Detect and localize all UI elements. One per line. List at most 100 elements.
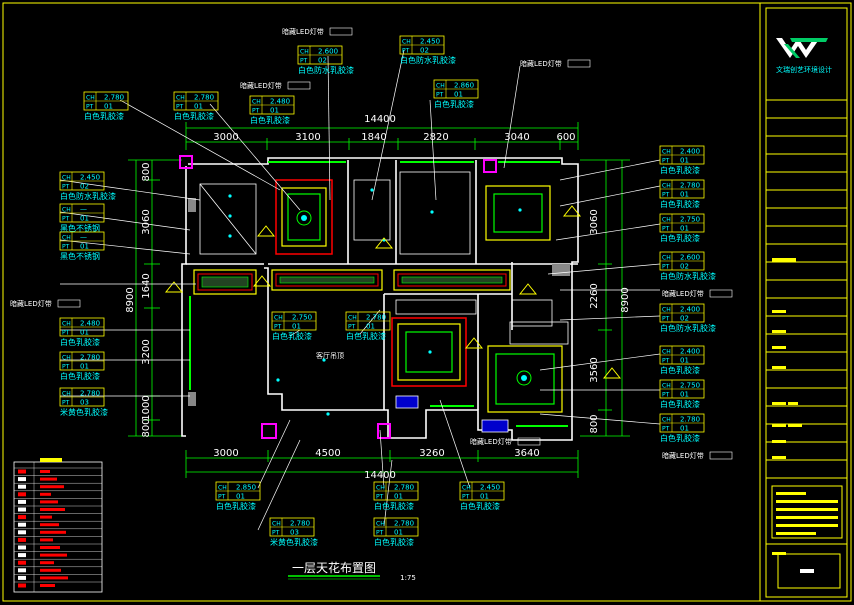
svg-text:3200: 3200 — [141, 339, 152, 364]
svg-text:CH: CH — [662, 307, 671, 314]
svg-text:PT: PT — [86, 104, 94, 111]
tag-pt-value: 01 — [366, 323, 375, 331]
tag-ch-value: 2.780 — [394, 484, 414, 492]
tag-material: 白色乳胶漆 — [272, 331, 312, 341]
svg-text:CH: CH — [662, 417, 671, 424]
led-labels: 暗藏LED灯带暗藏LED灯带暗藏LED灯带暗藏LED灯带暗藏LED灯带暗藏LED… — [10, 27, 733, 460]
svg-text:PT: PT — [662, 426, 670, 433]
tag-pt-value: 01 — [270, 107, 279, 115]
tag-pt-value: 03 — [290, 529, 299, 537]
right-dims: 3060 2260 8900 3560 800 — [589, 209, 631, 433]
svg-text:CH: CH — [272, 521, 281, 528]
columns — [179, 155, 497, 439]
tag-pt-value: 01 — [80, 243, 89, 251]
tag-pt-value: 01 — [680, 357, 689, 365]
tag-ch-value: 2.780 — [80, 354, 100, 362]
tag-ch-value: 2.750 — [680, 216, 700, 224]
led-label: 暗藏LED灯带 — [662, 451, 733, 460]
svg-text:1840: 1840 — [361, 132, 386, 143]
tag-material: 白色乳胶漆 — [660, 165, 700, 175]
section-markers — [164, 205, 622, 379]
tag-ch-value: 2.400 — [680, 148, 700, 156]
tag-ch-value: 2.860 — [454, 82, 474, 90]
title-block-fills — [771, 258, 843, 589]
tag-ch-value: 2.780 — [680, 182, 700, 190]
wall-block — [188, 198, 196, 212]
svg-text:CH: CH — [62, 355, 71, 362]
svg-text:暗藏LED灯带: 暗藏LED灯带 — [520, 59, 562, 68]
svg-text:PT: PT — [462, 494, 470, 501]
svg-text:3640: 3640 — [514, 448, 539, 459]
svg-text:暗藏LED灯带: 暗藏LED灯带 — [470, 437, 512, 446]
svg-text:4500: 4500 — [315, 448, 340, 459]
svg-text:1640: 1640 — [141, 273, 152, 298]
tag-ch-value: 2.480 — [80, 320, 100, 328]
svg-text:CH: CH — [62, 321, 71, 328]
svg-text:PT: PT — [376, 494, 384, 501]
tag-material: 米黄色乳胶漆 — [60, 407, 108, 417]
svg-text:600: 600 — [556, 132, 575, 143]
svg-text:暗藏LED灯带: 暗藏LED灯带 — [240, 81, 282, 90]
svg-text:PT: PT — [300, 58, 308, 65]
tag-material: 白色乳胶漆 — [60, 337, 100, 347]
tag-material: 白色乳胶漆 — [660, 199, 700, 209]
svg-text:CH: CH — [62, 207, 71, 214]
svg-text:CH: CH — [402, 39, 411, 46]
svg-text:CH: CH — [662, 217, 671, 224]
tag-pt-value: 01 — [394, 529, 403, 537]
tag-ch-value: 2.480 — [270, 98, 290, 106]
svg-text:CH: CH — [662, 349, 671, 356]
svg-text:PT: PT — [376, 530, 384, 537]
svg-text:PT: PT — [436, 92, 444, 99]
svg-text:CH: CH — [662, 183, 671, 190]
svg-text:CH: CH — [62, 175, 71, 182]
bottom-dims: 3000 4500 3260 3640 — [213, 448, 539, 459]
svg-text:3100: 3100 — [295, 132, 320, 143]
tag-pt-value: 02 — [680, 315, 689, 323]
tag-material: 白色乳胶漆 — [84, 111, 124, 121]
tag-material: 白色乳胶漆 — [346, 331, 386, 341]
tag-pt-value: 01 — [236, 493, 245, 501]
svg-text:PT: PT — [62, 184, 70, 191]
svg-text:3000: 3000 — [213, 132, 238, 143]
tag-material: 白色乳胶漆 — [374, 537, 414, 547]
tag-material: 白色乳胶漆 — [60, 371, 100, 381]
tag-material: 白色防水乳胶漆 — [400, 55, 456, 65]
tag-ch-value: 2.750 — [292, 314, 312, 322]
tag-ch-value: 2.450 — [420, 38, 440, 46]
svg-text:3040: 3040 — [504, 132, 529, 143]
tag-ch-value: 2.750 — [680, 382, 700, 390]
svg-text:PT: PT — [348, 324, 356, 331]
tag-ch-value: 2.780 — [366, 314, 386, 322]
svg-text:CH: CH — [274, 315, 283, 322]
svg-text:CH: CH — [376, 521, 385, 528]
svg-text:2260: 2260 — [589, 283, 600, 308]
svg-text:PT: PT — [62, 400, 70, 407]
svg-text:CH: CH — [662, 255, 671, 262]
led-label: 暗藏LED灯带 — [662, 289, 733, 298]
svg-text:CH: CH — [252, 99, 261, 106]
corridor-strips — [193, 269, 511, 295]
led-strips — [189, 161, 568, 427]
ceiling-room-2 — [485, 185, 551, 241]
room-label-living: 客厅吊顶 — [316, 351, 344, 360]
tag-ch-value: 2.400 — [680, 348, 700, 356]
tag-pt-value: 01 — [104, 103, 113, 111]
svg-text:PT: PT — [402, 48, 410, 55]
svg-text:PT: PT — [662, 192, 670, 199]
svg-text:CH: CH — [176, 95, 185, 102]
svg-text:PT: PT — [662, 392, 670, 399]
leader-lines — [59, 49, 661, 531]
